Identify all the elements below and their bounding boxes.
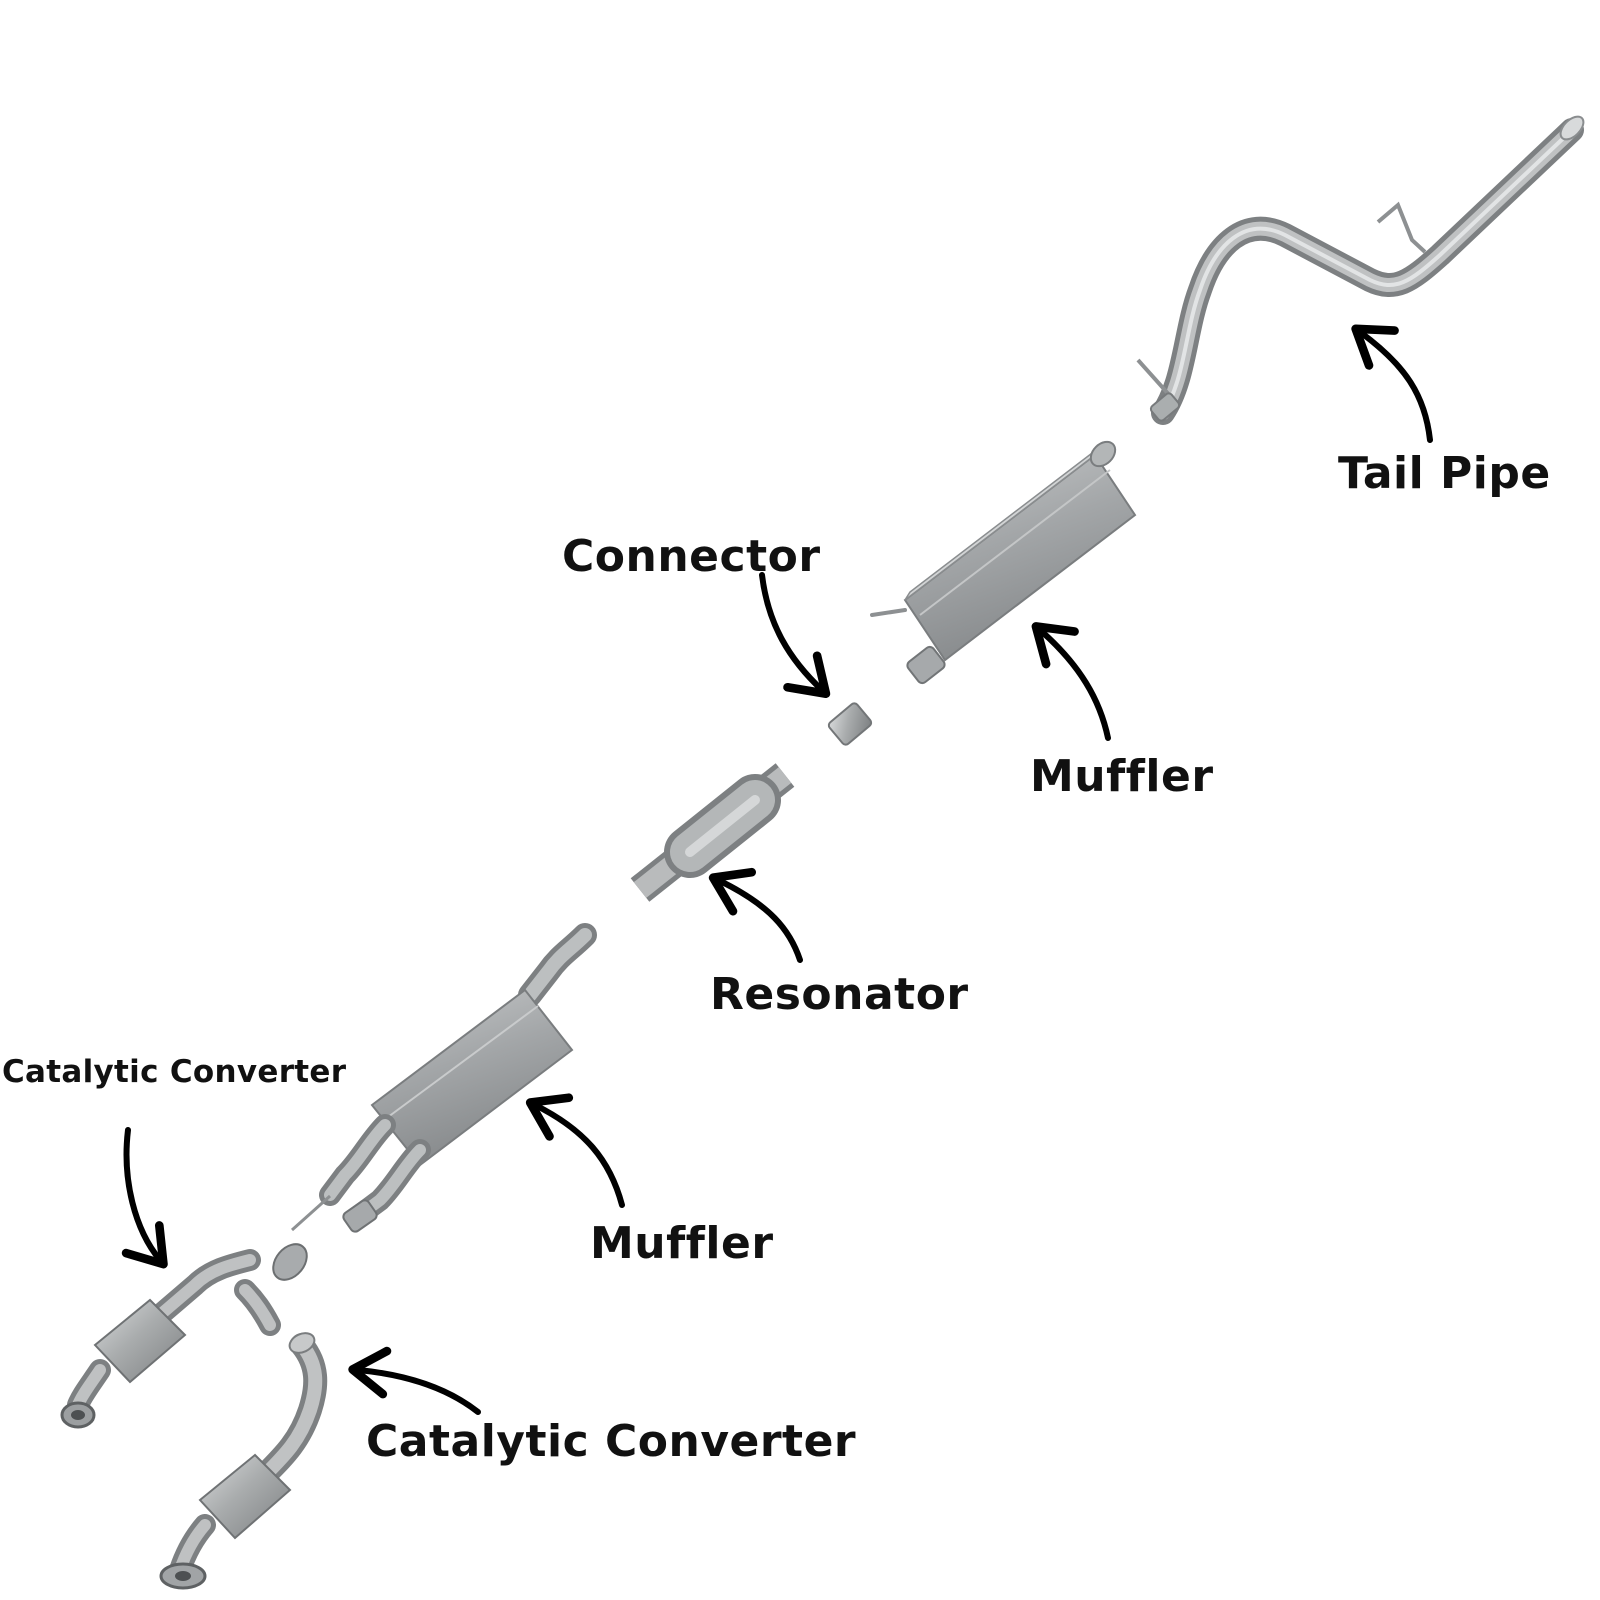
tail-pipe-part (1136, 115, 1585, 425)
lower-catalytic-converter-arrow (348, 1346, 481, 1415)
connector-label: Connector (562, 531, 821, 582)
upper-catalytic-converter-arrow (121, 1127, 168, 1269)
connector-part (827, 702, 873, 746)
lower-muffler-arrow (525, 1093, 625, 1208)
lower-catalytic-converter-label: Catalytic Converter (366, 1416, 857, 1467)
connector-arrow (759, 572, 831, 699)
resonator-part (630, 763, 795, 902)
lower-catalytic-converter-part (159, 1332, 328, 1590)
resonator-arrow (708, 867, 803, 963)
upper-muffler-label: Muffler (1030, 751, 1214, 802)
upper-muffler-part (870, 440, 1137, 685)
upper-catalytic-converter-label: Catalytic Converter (2, 1054, 347, 1090)
lower-muffler-label: Muffler (590, 1218, 774, 1269)
lower-muffler-part (290, 923, 597, 1233)
resonator-label: Resonator (710, 969, 969, 1020)
upper-catalytic-converter-part (60, 1243, 308, 1429)
upper-muffler-arrow (1031, 622, 1111, 741)
tail-pipe-arrow (1351, 324, 1433, 443)
arrows (121, 324, 1433, 1415)
tail-pipe-label: Tail Pipe (1338, 448, 1551, 499)
